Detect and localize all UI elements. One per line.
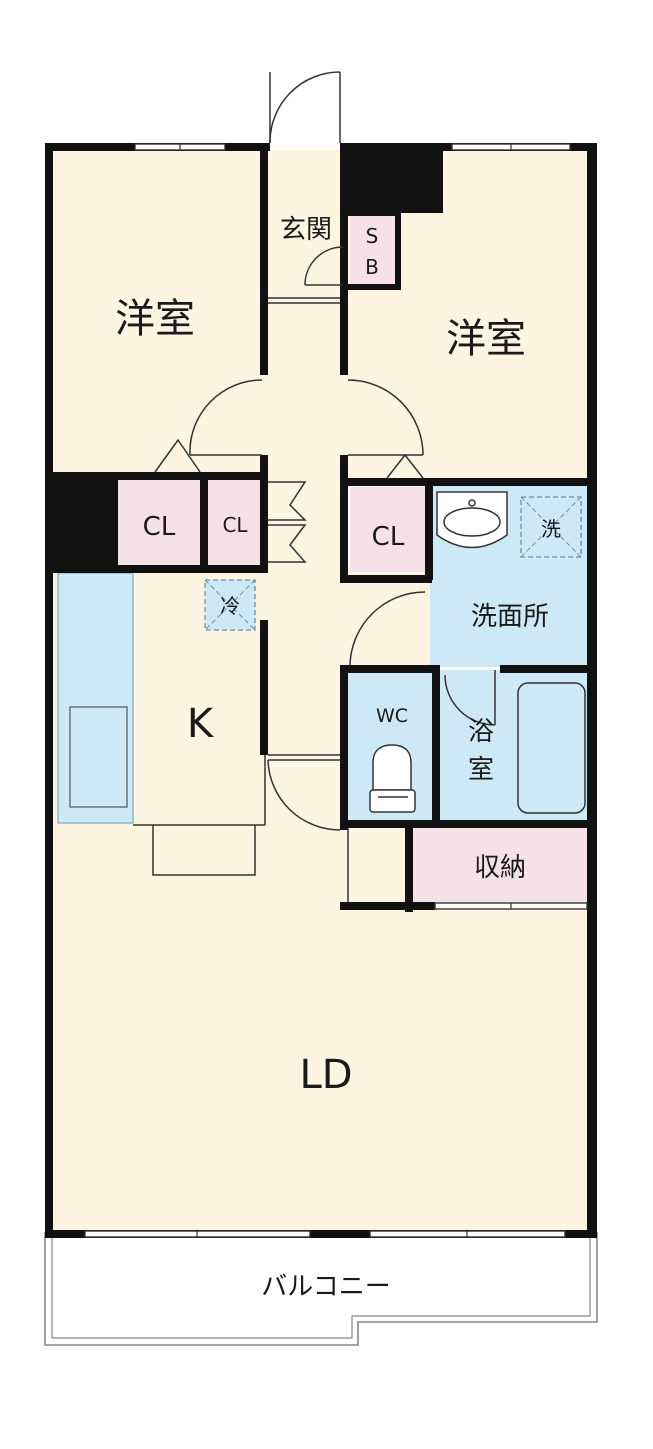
corridor-floor bbox=[345, 570, 430, 670]
shoe-box-label-top: S bbox=[366, 224, 379, 248]
shoe-box-label-bottom: B bbox=[365, 255, 379, 279]
windows bbox=[84, 143, 588, 1238]
shoe-box-floor bbox=[350, 215, 396, 285]
western-room-left-label: 洋室 bbox=[115, 296, 195, 342]
living-dining-label: LD bbox=[299, 1052, 352, 1098]
western-room-left-floor bbox=[52, 150, 265, 475]
balcony-outline bbox=[44, 1232, 598, 1346]
bath-label-top: 浴 bbox=[468, 717, 494, 747]
balcony-label: バルコニー bbox=[261, 1272, 390, 1302]
washroom-label: 洗面所 bbox=[471, 602, 549, 632]
washer-label: 洗 bbox=[541, 517, 561, 541]
western-room-right-label: 洋室 bbox=[446, 316, 526, 362]
fridge-space bbox=[204, 579, 256, 631]
closet-1-floor bbox=[117, 480, 202, 565]
doors bbox=[133, 71, 496, 902]
wash-basin bbox=[436, 491, 508, 549]
bath-label-bottom: 室 bbox=[468, 755, 494, 785]
kitchen-label: K bbox=[187, 701, 215, 747]
closet-1-label: CL bbox=[143, 512, 176, 542]
washer-space bbox=[520, 496, 582, 558]
storage-label: 収納 bbox=[474, 853, 526, 883]
fridge-label: 冷 bbox=[220, 594, 240, 618]
closet-2-floor bbox=[207, 480, 262, 565]
toilet-label: WC bbox=[376, 705, 408, 727]
sink bbox=[69, 706, 128, 808]
closet-3-floor bbox=[350, 487, 425, 572]
closet-2-label: CL bbox=[222, 513, 248, 537]
bathtub bbox=[517, 682, 586, 814]
entrance-label: 玄関 bbox=[280, 215, 332, 245]
storage-floor bbox=[410, 826, 588, 902]
toilet-fixture bbox=[369, 744, 416, 813]
hallway-floor bbox=[265, 150, 345, 830]
closet-3-label: CL bbox=[372, 522, 405, 552]
walls bbox=[45, 143, 597, 1238]
